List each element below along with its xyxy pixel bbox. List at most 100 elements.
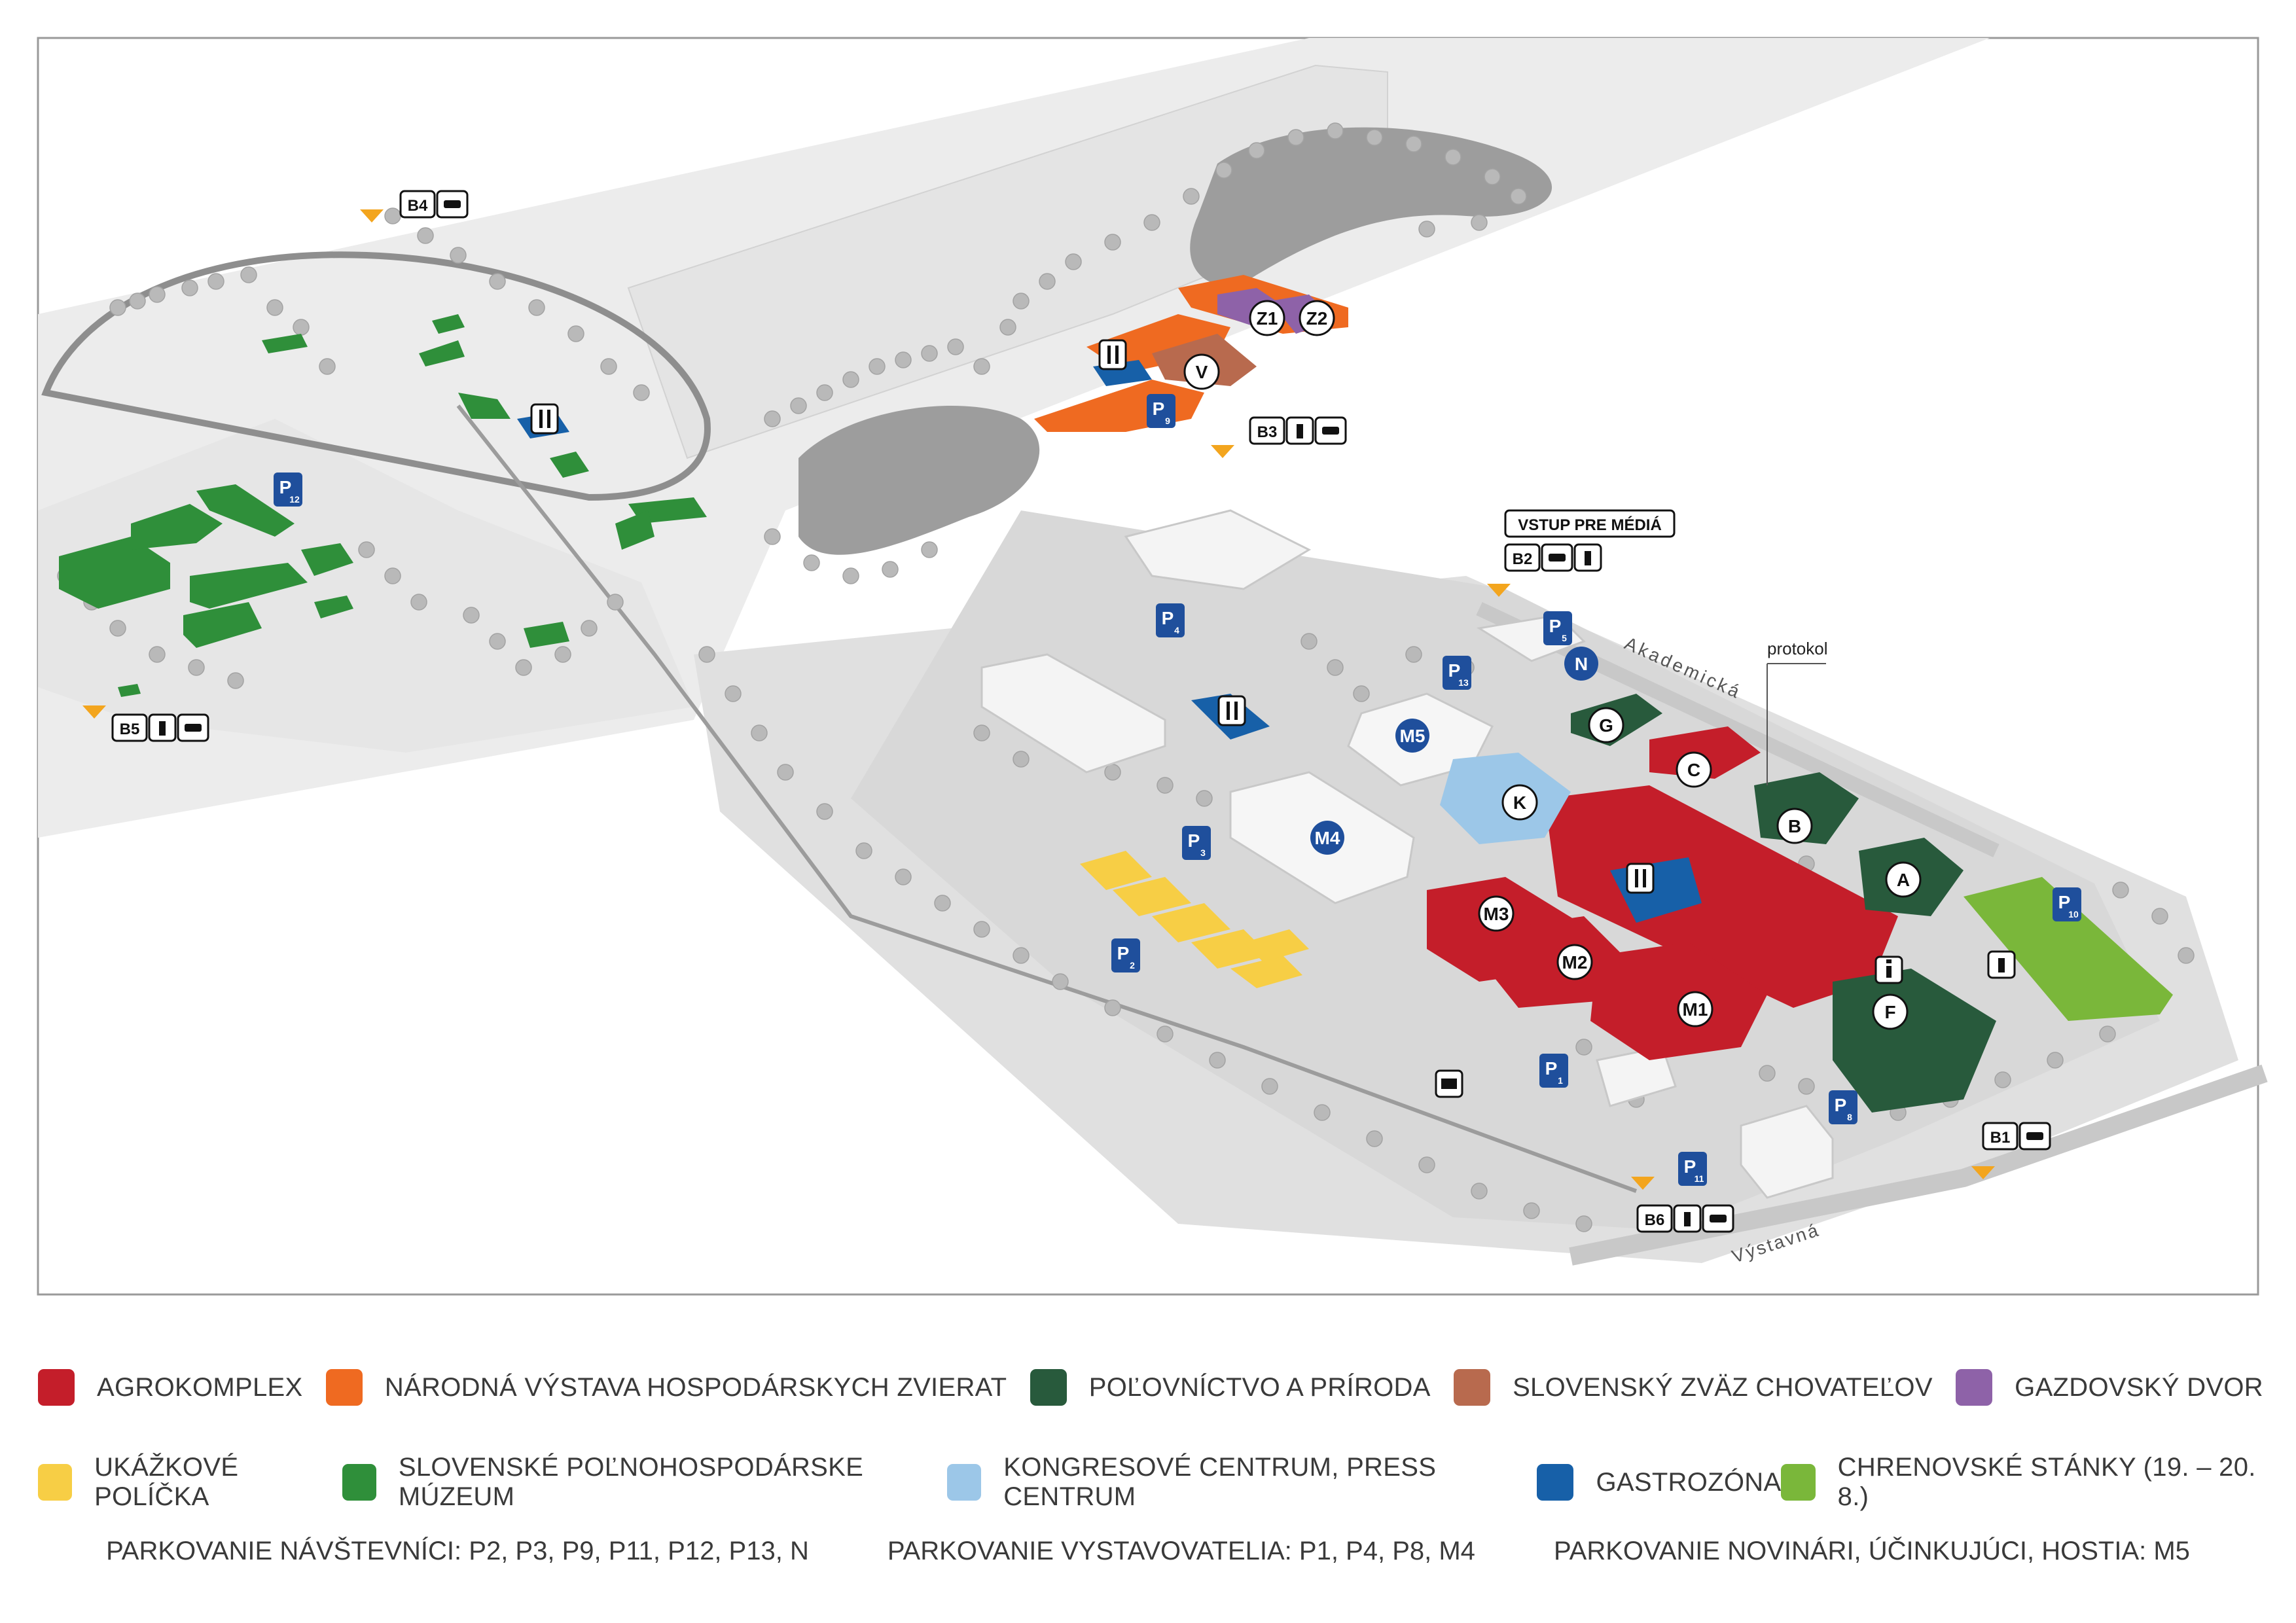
svg-text:10: 10 bbox=[2068, 909, 2079, 919]
svg-text:2: 2 bbox=[1130, 960, 1135, 971]
svg-text:P: P bbox=[1448, 660, 1461, 681]
svg-text:B6: B6 bbox=[1645, 1211, 1665, 1229]
protokol-pointer bbox=[1767, 663, 1826, 785]
legend-row-1: AGROKOMPLEX NÁRODNÁ VÝSTAVA HOSPODÁRSKYC… bbox=[38, 1369, 2263, 1406]
legend-label: NÁRODNÁ VÝSTAVA HOSPODÁRSKYCH ZVIERAT bbox=[384, 1372, 1007, 1402]
lake-lower bbox=[798, 406, 1040, 555]
parking-p11[interactable]: P 11 bbox=[1678, 1152, 1707, 1186]
svg-text:B4: B4 bbox=[408, 197, 428, 215]
svg-text:P: P bbox=[1545, 1058, 1558, 1079]
svg-text:M5: M5 bbox=[1400, 726, 1426, 746]
svg-text:N: N bbox=[1575, 654, 1588, 674]
svg-text:12: 12 bbox=[289, 494, 300, 505]
legend-swatch bbox=[38, 1464, 73, 1501]
svg-text:1: 1 bbox=[1558, 1075, 1563, 1086]
legend-swatch bbox=[325, 1369, 363, 1406]
person-icon bbox=[1285, 416, 1314, 445]
hall-label-n[interactable]: N bbox=[1564, 647, 1598, 681]
hall-label-m3[interactable]: M3 bbox=[1478, 895, 1515, 932]
svg-text:B1: B1 bbox=[1990, 1129, 2011, 1147]
car-icon bbox=[2018, 1122, 2051, 1150]
parking-info: PARKOVANIE NÁVŠTEVNÍCI: P2, P3, P9, P11,… bbox=[0, 1537, 2296, 1566]
svg-text:VSTUP PRE MÉDIÁ: VSTUP PRE MÉDIÁ bbox=[1518, 516, 1662, 534]
gate-b3[interactable]: B3 bbox=[1211, 416, 1347, 458]
gate-b6[interactable]: B6 bbox=[1631, 1177, 1734, 1233]
svg-text:P: P bbox=[1117, 943, 1130, 963]
svg-text:Z2: Z2 bbox=[1306, 308, 1328, 329]
legend-item-animal-exhibition: NÁRODNÁ VÝSTAVA HOSPODÁRSKYCH ZVIERAT bbox=[325, 1369, 1007, 1406]
svg-text:4: 4 bbox=[1174, 625, 1179, 635]
parking-p5[interactable]: P 5 bbox=[1543, 611, 1572, 645]
road-vystavna bbox=[1569, 1064, 2268, 1266]
hall-label-z2[interactable]: Z2 bbox=[1299, 300, 1335, 336]
fork-knife-icon bbox=[1217, 695, 1246, 726]
svg-text:B2: B2 bbox=[1513, 550, 1533, 568]
legend-item-farmyard: GAZDOVSKÝ DVOR bbox=[1956, 1369, 2263, 1406]
svg-text:V: V bbox=[1196, 362, 1208, 382]
gate-b4[interactable]: B4 bbox=[360, 190, 469, 223]
hall-label-m4[interactable]: M4 bbox=[1310, 821, 1344, 855]
car-icon bbox=[1702, 1204, 1734, 1233]
parking-p1[interactable]: P 1 bbox=[1539, 1054, 1568, 1088]
fork-knife-icon bbox=[1626, 863, 1655, 894]
legend-item-demo-fields: UKÁŽKOVÉ POLÍČKA bbox=[38, 1453, 342, 1512]
svg-text:M4: M4 bbox=[1315, 828, 1340, 848]
legend-swatch bbox=[1956, 1369, 1993, 1406]
fork-knife-icon bbox=[1098, 339, 1127, 370]
person-icon bbox=[148, 713, 177, 742]
svg-text:11: 11 bbox=[1695, 1173, 1704, 1184]
legend-swatch bbox=[947, 1464, 982, 1501]
hall-label-v[interactable]: V bbox=[1183, 353, 1220, 390]
parking-p10[interactable]: P 10 bbox=[2053, 887, 2081, 921]
hall-label-z1[interactable]: Z1 bbox=[1249, 300, 1285, 336]
svg-text:9: 9 bbox=[1165, 416, 1170, 426]
parking-p3[interactable]: P 3 bbox=[1182, 826, 1211, 860]
parking-p8[interactable]: P 8 bbox=[1829, 1090, 1857, 1124]
agrokomplex-halls bbox=[1427, 726, 1898, 1060]
legend-label: GASTROZÓNA bbox=[1596, 1467, 1782, 1497]
parking-p12[interactable]: P 12 bbox=[274, 473, 302, 507]
legend-swatch bbox=[342, 1464, 376, 1501]
svg-text:A: A bbox=[1897, 870, 1910, 890]
legend-swatch bbox=[38, 1369, 75, 1406]
legend-label: AGROKOMPLEX bbox=[97, 1372, 303, 1402]
hall-label-f[interactable]: F bbox=[1872, 993, 1909, 1030]
gate-b2[interactable]: VSTUP PRE MÉDIÁ B2 bbox=[1487, 509, 1676, 597]
hall-label-a[interactable]: A bbox=[1885, 861, 1922, 898]
hall-label-g[interactable]: G bbox=[1588, 707, 1624, 743]
parking-p4[interactable]: P 4 bbox=[1156, 603, 1185, 637]
parking-p2[interactable]: P 2 bbox=[1111, 938, 1140, 972]
hall-label-m1[interactable]: M1 bbox=[1677, 991, 1713, 1027]
svg-text:Z1: Z1 bbox=[1257, 308, 1278, 329]
hall-label-m5[interactable]: M5 bbox=[1395, 719, 1429, 753]
gate-b1[interactable]: B1 bbox=[1971, 1122, 2051, 1179]
legend-swatch bbox=[1030, 1369, 1067, 1406]
hall-label-c[interactable]: C bbox=[1676, 751, 1712, 788]
hall-label-m2[interactable]: M2 bbox=[1556, 944, 1593, 980]
lake-upper bbox=[1190, 127, 1552, 285]
legend-label: CHRENOVSKÉ STÁNKY (19. – 20. 8.) bbox=[1837, 1453, 2256, 1511]
hunting-halls bbox=[1571, 694, 1996, 1113]
svg-text:P: P bbox=[1188, 830, 1200, 851]
person-icon bbox=[1673, 1204, 1702, 1233]
legend-label: POĽOVNÍCTVO A PRÍRODA bbox=[1088, 1372, 1431, 1402]
gate-b5[interactable]: B5 bbox=[82, 705, 209, 742]
svg-text:P: P bbox=[279, 477, 292, 497]
parking-exhibitors: PARKOVANIE VYSTAVOVATELIA: P1, P4, P8, M… bbox=[887, 1537, 1475, 1565]
svg-text:P: P bbox=[1549, 616, 1562, 636]
parking-p13[interactable]: P 13 bbox=[1443, 656, 1471, 690]
car-icon bbox=[1314, 416, 1347, 445]
legend-label: KONGRESOVÉ CENTRUM, PRESS CENTRUM bbox=[1003, 1453, 1437, 1511]
hall-label-k[interactable]: K bbox=[1501, 784, 1538, 821]
person-icon bbox=[1573, 543, 1602, 572]
svg-text:C: C bbox=[1687, 760, 1700, 780]
hall-label-b[interactable]: B bbox=[1776, 808, 1813, 844]
svg-text:B: B bbox=[1788, 816, 1801, 836]
parking-p9[interactable]: P 9 bbox=[1147, 394, 1175, 428]
legend-item-breeders-union: SLOVENSKÝ ZVÄZ CHOVATEĽOV bbox=[1454, 1369, 1933, 1406]
legend-item-congress: KONGRESOVÉ CENTRUM, PRESS CENTRUM bbox=[947, 1453, 1537, 1512]
svg-text:B3: B3 bbox=[1257, 423, 1278, 441]
svg-text:5: 5 bbox=[1562, 633, 1567, 643]
info-icon bbox=[1874, 955, 1903, 984]
